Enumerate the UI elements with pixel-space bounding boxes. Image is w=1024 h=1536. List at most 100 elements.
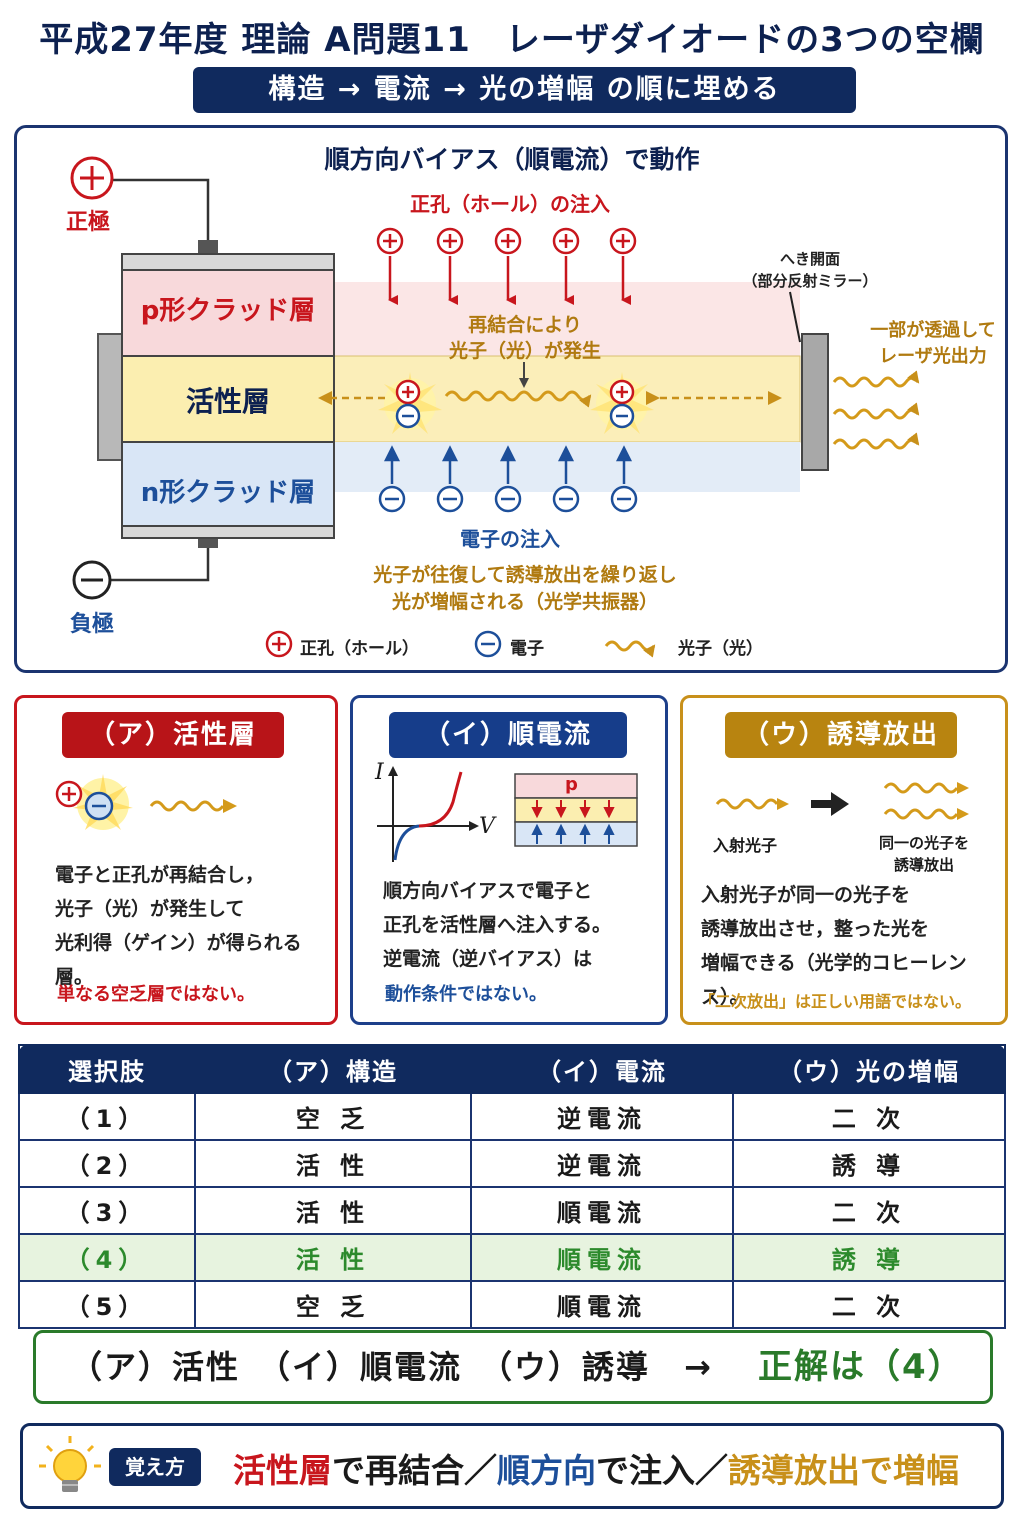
mirror-label-1: へき開面 [779,250,840,268]
iv-axis-i: I [375,760,384,785]
card-i-note: 動作条件ではない。 [385,984,547,1005]
table-header: （ア）構造 [194,1044,472,1094]
table-cell: 誘 導 [732,1233,1006,1282]
memo-part-5: 誘導放出 [728,1451,860,1490]
table-cell: 誘 導 [732,1139,1006,1188]
card-i-line-1: 順方向バイアスで電子と [383,880,593,902]
legend-photon-icon [604,640,656,658]
right-mirror [801,333,829,471]
hole-injection-label: 正孔（ホール）の注入 [410,192,610,216]
diagram-heading: 順方向バイアス（順電流）で動作 [324,145,700,174]
card-u-title: （ウ）誘導放出 [725,712,957,758]
table-header: （イ）電流 [470,1044,734,1094]
memo-phrase: 活性層で再結合／順方向で注入／誘導放出で増幅 [233,1444,959,1492]
bottom-electrode [121,525,335,539]
memo-part-3: 順方向 [497,1451,596,1490]
table-cell: 活 性 [194,1139,472,1188]
recombination-spark-right [590,372,654,434]
output-label-1: 一部が透過して [870,320,996,341]
table-header: （ウ）光の増幅 [732,1044,1006,1094]
table-cell: 逆電流 [470,1092,734,1141]
table-header: 選択肢 [18,1044,196,1094]
emitted-label-2: 誘導放出 [893,856,954,874]
answer-box: （ア）活性 （イ）順電流 （ウ）誘導 → 正解は（4） [33,1330,993,1404]
legend-photon-label: 光子（光） [678,639,763,659]
memo-part-1: 活性層 [233,1451,332,1490]
positive-terminal-label: 正極 [66,210,111,235]
card-active-layer: （ア）活性層 電子と正孔が再結合し， 光子（光）が発生して 光利得（ゲイン）が得… [14,695,338,1025]
card-u-line-2: 誘導放出させ，整った光を [701,918,930,940]
layer-p-label: p [565,774,578,795]
table-cell: 順電流 [470,1280,734,1329]
active-layer-label: 活性層 [185,385,270,418]
answer-text: （ア）活性 （イ）順電流 （ウ）誘導 → [70,1348,713,1386]
recombination-text-2: 光子（光）が発生 [448,340,601,362]
table-cell: （5） [18,1280,196,1329]
table-cell: 二 次 [732,1186,1006,1235]
resonance-text-2: 光が増幅される（光学共振器） [391,591,658,613]
left-mirror [97,333,123,461]
table-cell: 空 乏 [194,1092,472,1141]
table-cell: （3） [18,1186,196,1235]
top-electrode [121,253,335,271]
card-i-line-3: 逆電流（逆バイアス）は [383,948,593,970]
card-i-illustration [377,766,638,862]
card-i-title: （イ）順電流 [389,712,627,758]
top-contact [198,240,218,254]
card-a-note: 単なる空乏層ではない。 [57,984,255,1005]
card-stimulated-emission: （ウ）誘導放出 入射光子 同一の光子を 誘導放出 入射光子が同一の光子を 誘導放… [680,695,1008,1025]
table-cell: （2） [18,1139,196,1188]
negative-wire [92,548,210,582]
laser-output-waves [832,370,920,450]
negative-terminal-label: 負極 [70,612,115,637]
table-cell: （4） [18,1233,196,1282]
recombination-text-1: 再結合により [468,314,582,336]
card-a-line-2: 光子（光）が発生して [55,898,245,920]
lightbulb-icon [39,1436,101,1492]
output-label-2: レーザ光出力 [879,346,987,367]
card-u-illustration [715,782,969,820]
electron-icons [378,485,638,513]
table-cell: 活 性 [194,1233,472,1282]
legend-electron-label: 電子 [510,639,544,659]
resonance-text-1: 光子が往復して誘導放出を繰り返し [373,564,677,586]
card-a-title: （ア）活性層 [62,712,284,758]
options-table: 選択肢 （ア）構造 （イ）電流 （ウ）光の増幅 （1） 空 乏 逆電流 二 次 … [18,1044,1006,1329]
emitted-label-1: 同一の光子を [878,834,969,852]
table-cell: 順電流 [470,1233,734,1282]
memo-part-6: で増幅 [860,1451,959,1490]
electron-injection-arrows [383,445,633,484]
table-row-correct: （4） 活 性 順電流 誘 導 [18,1233,1006,1282]
hole-icons [376,227,637,255]
card-a-line-3: 光利得（ゲイン）が得られる層。 [55,932,302,988]
card-u-note: 「二次放出」は正しい用語ではない。 [699,992,972,1011]
positive-wire [92,178,210,240]
table-row: （1） 空 乏 逆電流 二 次 [18,1092,1006,1141]
table-cell: 逆電流 [470,1139,734,1188]
table-cell: 空 乏 [194,1280,472,1329]
legend-hole-label: 正孔（ホール） [300,639,419,659]
table-cell: 二 次 [732,1092,1006,1141]
memo-part-4: で注入／ [596,1451,728,1490]
table-cell: 順電流 [470,1186,734,1235]
photon-wave [444,390,592,408]
card-u-line-3: 増幅できる（光学的コヒーレンス）。 [701,952,967,1008]
electron-injection-label: 電子の注入 [460,527,560,551]
p-cladding-layer [121,269,335,357]
memo-box: 覚え方 活性層で再結合／順方向で注入／誘導放出で増幅 [20,1423,1004,1509]
table-row: （2） 活 性 逆電流 誘 導 [18,1139,1006,1188]
n-layer-label: n形クラッド層 [140,478,316,508]
p-layer-label: p形クラッド層 [140,296,316,326]
card-forward-current: （イ）順電流 I V p 順方向バイアスで電子と 正孔を活性層へ注入する。 逆電… [350,695,668,1025]
iv-axis-v: V [479,814,495,839]
mirror-label-2: （部分反射ミラー） [742,272,878,290]
incident-photon-label: 入射光子 [713,836,778,855]
card-a-illustration [55,774,237,830]
card-u-line-1: 入射光子が同一の光子を [701,884,911,906]
table-cell: 二 次 [732,1280,1006,1329]
table-cell: 活 性 [194,1186,472,1235]
card-a-line-1: 電子と正孔が再結合し， [55,864,265,886]
page-title: 平成27年度 理論 A問題11 レーザダイオードの3つの空欄 [39,20,985,60]
table-cell: （1） [18,1092,196,1141]
hole-injection-arrows [388,256,631,305]
